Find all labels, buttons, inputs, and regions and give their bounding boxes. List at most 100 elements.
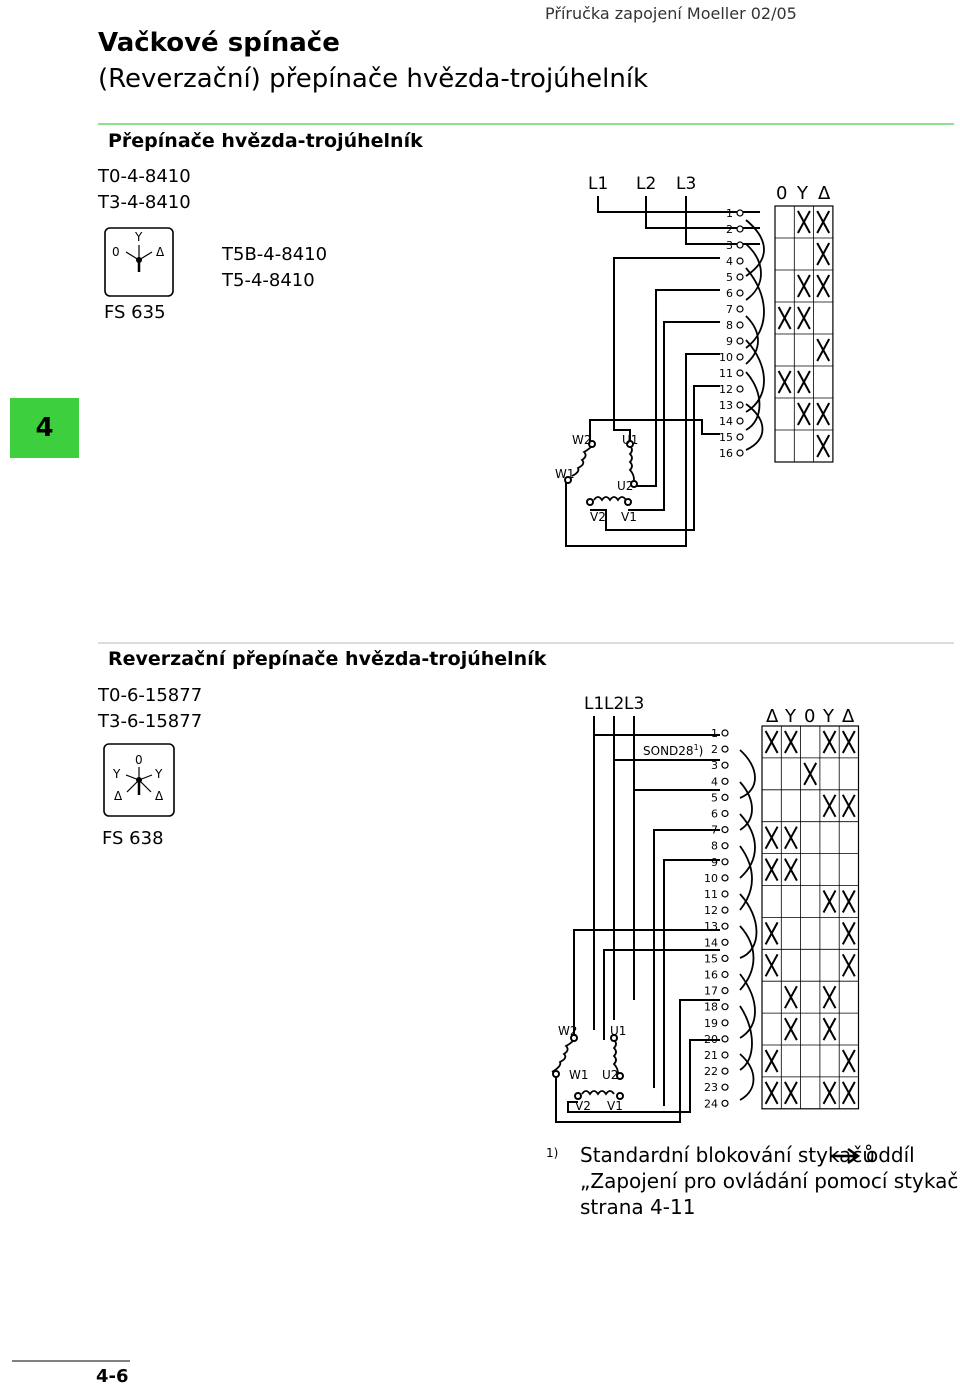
s1-contact-4: 4 — [726, 255, 733, 268]
s2-contact-3: 3 — [711, 759, 718, 772]
s2-contact-closed-mark — [764, 953, 779, 977]
s1-switch-table: 0 Y Δ — [774, 183, 834, 463]
s2-u2: U2 — [602, 1068, 618, 1082]
section1-model-a1: T0-4-8410 — [98, 166, 191, 187]
s1-contact-closed-mark — [816, 402, 831, 426]
s2-pos-3: 0 — [804, 706, 815, 727]
section1-heading: Přepínače hvězda-trojúhelník — [108, 130, 423, 152]
s1-contact-1: 1 — [726, 207, 733, 220]
s2-contact-7: 7 — [711, 824, 718, 837]
circuit-reversing-star-delta: L1 L2 L3 SOND281) W2 U1 W1 U2 V2 V1 — [551, 694, 758, 1123]
s2-contact-24: 24 — [704, 1097, 718, 1110]
dial2-star-r: Y — [154, 767, 163, 781]
s2-contact-closed-mark — [822, 890, 837, 913]
s1-terminal-6 — [736, 289, 744, 297]
s1-u2: U2 — [617, 479, 633, 493]
footnote-line3: strana 4-11 — [580, 1195, 696, 1219]
s1-phase-l3: L3 — [676, 174, 696, 194]
s1-contact-16: 16 — [719, 447, 733, 460]
s1-terminal-3 — [736, 241, 744, 249]
section2-front-plate: FS 638 — [102, 828, 164, 849]
chapter-tab: 4 — [10, 398, 79, 458]
s2-sond: SOND281) — [643, 743, 703, 758]
s2-contact-4: 4 — [711, 775, 718, 788]
s2-contact-closed-mark — [822, 985, 837, 1009]
s2-terminal-15 — [721, 954, 729, 963]
s2-contact-closed-mark — [764, 1049, 779, 1073]
section1-model-a2: T3-4-8410 — [98, 192, 191, 213]
s2-contact-closed-mark — [822, 1081, 837, 1105]
s1-contact-10: 10 — [719, 351, 733, 364]
s1-contact-9: 9 — [726, 335, 733, 348]
s2-contact-22: 22 — [704, 1065, 718, 1078]
s2-terminal-18 — [721, 1003, 729, 1011]
s1-terminal-1 — [736, 209, 744, 217]
s2-contact-18: 18 — [704, 1001, 718, 1014]
section1-front-plate: FS 635 — [104, 302, 166, 323]
dial1-star: Y — [134, 230, 143, 244]
s1-contact-closed-mark — [797, 402, 811, 426]
s1-terminal-8 — [736, 321, 744, 329]
s2-phase-l2: L2 — [604, 694, 624, 714]
s2-contact-closed-mark — [841, 794, 856, 818]
s2-pos-1: Δ — [766, 706, 779, 727]
s1-v1: V1 — [621, 510, 637, 524]
section2-heading: Reverzační přepínače hvězda-trojúhelník — [108, 648, 547, 670]
s2-terminal-8 — [721, 842, 729, 850]
s2-contact-20: 20 — [704, 1033, 718, 1046]
s1-contact-closed-mark — [816, 338, 831, 362]
s2-contact-1: 1 — [711, 727, 718, 740]
s2-contact-9: 9 — [711, 856, 718, 869]
s2-pos-4: Y — [822, 706, 835, 727]
s2-contact-15: 15 — [704, 952, 718, 965]
s2-contact-closed-mark — [841, 921, 856, 945]
s2-terminal-1 — [721, 729, 729, 737]
s1-terminal-16 — [736, 449, 744, 457]
s1-v2: V2 — [590, 510, 606, 524]
s1-pos-y: Y — [796, 183, 809, 204]
s2-terminal-16 — [721, 970, 729, 979]
s1-contact-6: 6 — [726, 287, 733, 300]
s1-contact-closed-mark — [816, 434, 831, 458]
s2-contact-16: 16 — [704, 969, 718, 982]
s1-contact-closed-mark — [797, 306, 811, 330]
s2-pos-5: Δ — [842, 706, 855, 727]
s2-contact-closed-mark — [764, 921, 779, 945]
s1-w1: W1 — [555, 467, 575, 481]
section2-model-2: T3-6-15877 — [98, 711, 203, 732]
arrow-right-icon — [830, 1147, 861, 1165]
s2-contact-14: 14 — [704, 936, 718, 949]
s2-contact-closed-mark — [841, 1081, 856, 1105]
s2-phase-l1: L1 — [584, 694, 604, 714]
s2-v1: V1 — [607, 1099, 623, 1113]
s2-contact-closed-mark — [803, 762, 818, 786]
s1-terminal-7 — [736, 305, 744, 313]
dial1-delta: Δ — [156, 245, 165, 259]
s2-contact-13: 13 — [704, 920, 718, 933]
s2-terminal-5 — [721, 793, 729, 802]
circuit-star-delta: L1 L2 L3 W2 U1 W1 U2 V2 V1 — [555, 174, 765, 547]
s2-terminal-22 — [721, 1067, 729, 1075]
s2-terminal-24 — [721, 1099, 729, 1107]
s1-contact-closed-mark — [797, 370, 811, 394]
front-plate-fs638: 0 Y Y Δ Δ — [103, 743, 175, 817]
s1-contact-14: 14 — [719, 415, 733, 428]
s2-contact-closed-mark — [841, 1049, 856, 1073]
s1-pos-0: 0 — [776, 183, 787, 204]
s2-pos-2: Y — [784, 706, 797, 727]
dial1-zero: 0 — [112, 245, 120, 259]
s2-contact-closed-mark — [841, 730, 856, 754]
s2-contact-closed-mark — [784, 826, 798, 850]
s2-terminal-7 — [721, 825, 729, 834]
s2-contact-closed-mark — [764, 1081, 779, 1105]
s1-terminal-11 — [736, 369, 744, 377]
footnote-ref: 1) — [546, 1146, 559, 1160]
s1-contact-closed-mark — [797, 210, 811, 234]
s1-contact-11: 11 — [719, 367, 733, 380]
s2-switch-table: Δ Y 0 Y Δ — [761, 706, 860, 1110]
s2-terminal-6 — [721, 809, 729, 818]
dial2-delta-r: Δ — [155, 789, 164, 803]
